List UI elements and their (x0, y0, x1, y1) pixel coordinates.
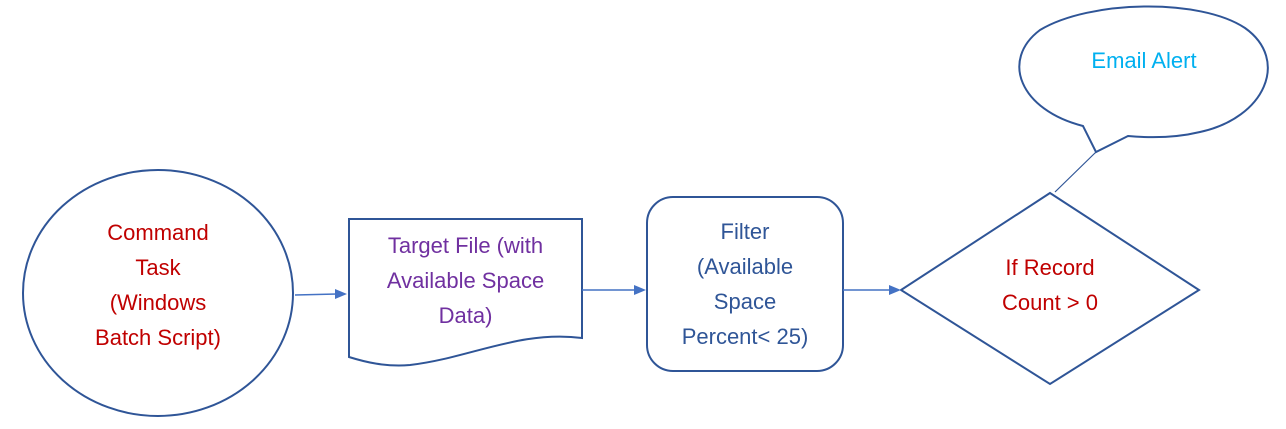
command-task-line-3: (Windows (109, 290, 207, 315)
target-file-label: Target File (with Available Space Data) (349, 228, 582, 333)
arrowhead-filter-to-if (889, 285, 901, 295)
email-alert-line-1: Email Alert (1091, 47, 1197, 73)
command-task-line-4: Batch Script) (95, 325, 221, 350)
email-alert-callout (1018, 5, 1269, 154)
filter-line-4: Percent< 25) (681, 324, 809, 349)
target-file-line-2: Available Space (386, 268, 545, 293)
arrowhead-command-to-target (335, 289, 347, 299)
if-record-diamond (899, 191, 1201, 386)
filter-line-2: (Available (696, 254, 794, 279)
if-record-line-2: Count > 0 (1001, 290, 1098, 315)
target-file-document (348, 218, 583, 367)
filter-box (646, 196, 844, 372)
email-alert-label: Email Alert (1060, 40, 1228, 80)
target-file-line-1: Target File (with (387, 233, 544, 258)
command-task-line-2: Task (135, 255, 181, 280)
command-task-label: Command Task (Windows Batch Script) (48, 215, 268, 355)
if-record-line-1: If Record (1005, 255, 1095, 280)
filter-label: Filter (Available Space Percent< 25) (647, 214, 843, 354)
callout-pointer-line (1054, 151, 1097, 193)
if-record-label: If Record Count > 0 (950, 250, 1150, 320)
filter-line-3: Space (713, 289, 777, 314)
target-file-line-3: Data) (438, 303, 493, 328)
arrowhead-target-to-filter (634, 285, 646, 295)
connector-command-to-target (294, 293, 338, 296)
command-task-circle (22, 169, 294, 417)
command-task-line-1: Command (107, 220, 209, 245)
filter-line-1: Filter (720, 219, 770, 244)
